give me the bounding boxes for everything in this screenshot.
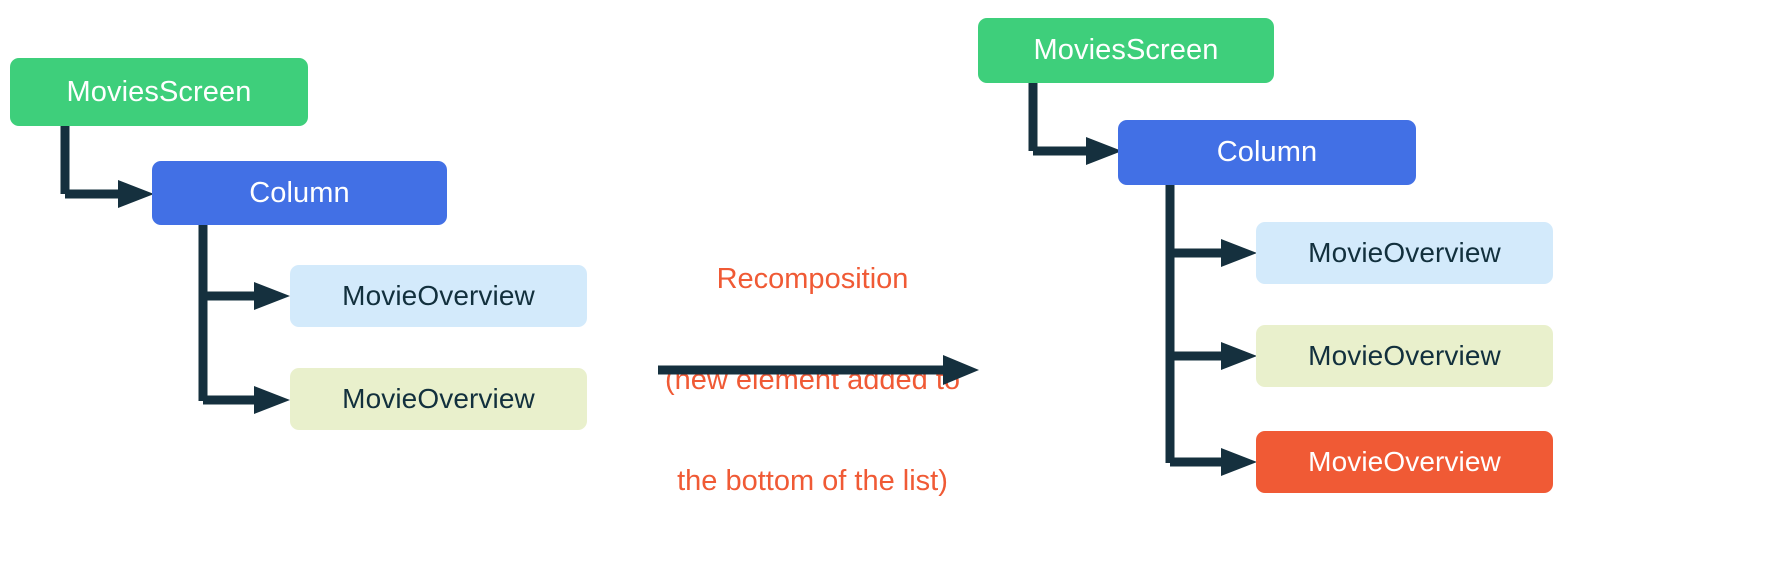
- after-node-column[interactable]: Column: [1118, 120, 1416, 185]
- after-node-movies-screen[interactable]: MoviesScreen: [978, 18, 1274, 83]
- after-node-movie-overview-1[interactable]: MovieOverview: [1256, 222, 1553, 284]
- before-connector-screen-to-column: [60, 126, 154, 208]
- after-node-movies-screen-label: MoviesScreen: [1033, 34, 1219, 66]
- after-connector-screen-to-column: [1028, 83, 1122, 165]
- before-node-movie-overview-1-label: MovieOverview: [342, 280, 535, 311]
- before-node-movie-overview-2[interactable]: MovieOverview: [290, 368, 587, 430]
- after-node-movie-overview-2-label: MovieOverview: [1308, 340, 1501, 371]
- after-node-movie-overview-3[interactable]: MovieOverview: [1256, 431, 1553, 493]
- after-node-movie-overview-1-label: MovieOverview: [1308, 237, 1501, 268]
- before-node-movie-overview-2-label: MovieOverview: [342, 383, 535, 414]
- after-node-column-label: Column: [1216, 136, 1318, 168]
- recomposition-caption-line-3: the bottom of the list): [677, 465, 948, 497]
- after-node-movie-overview-3-label: MovieOverview: [1308, 446, 1501, 477]
- recomposition-right-arrow-icon: [658, 355, 979, 385]
- before-connector-column-to-children: [198, 225, 290, 414]
- before-node-column-label: Column: [249, 176, 350, 209]
- recomposition-caption-line-1: Recomposition: [716, 263, 909, 296]
- before-node-movie-overview-1[interactable]: MovieOverview: [290, 265, 587, 327]
- before-node-movies-screen-label: MoviesScreen: [66, 75, 252, 108]
- after-connector-column-to-children: [1165, 185, 1257, 476]
- before-node-movies-screen[interactable]: MoviesScreen: [10, 58, 308, 126]
- before-node-column[interactable]: Column: [152, 161, 447, 225]
- after-node-movie-overview-2[interactable]: MovieOverview: [1256, 325, 1553, 387]
